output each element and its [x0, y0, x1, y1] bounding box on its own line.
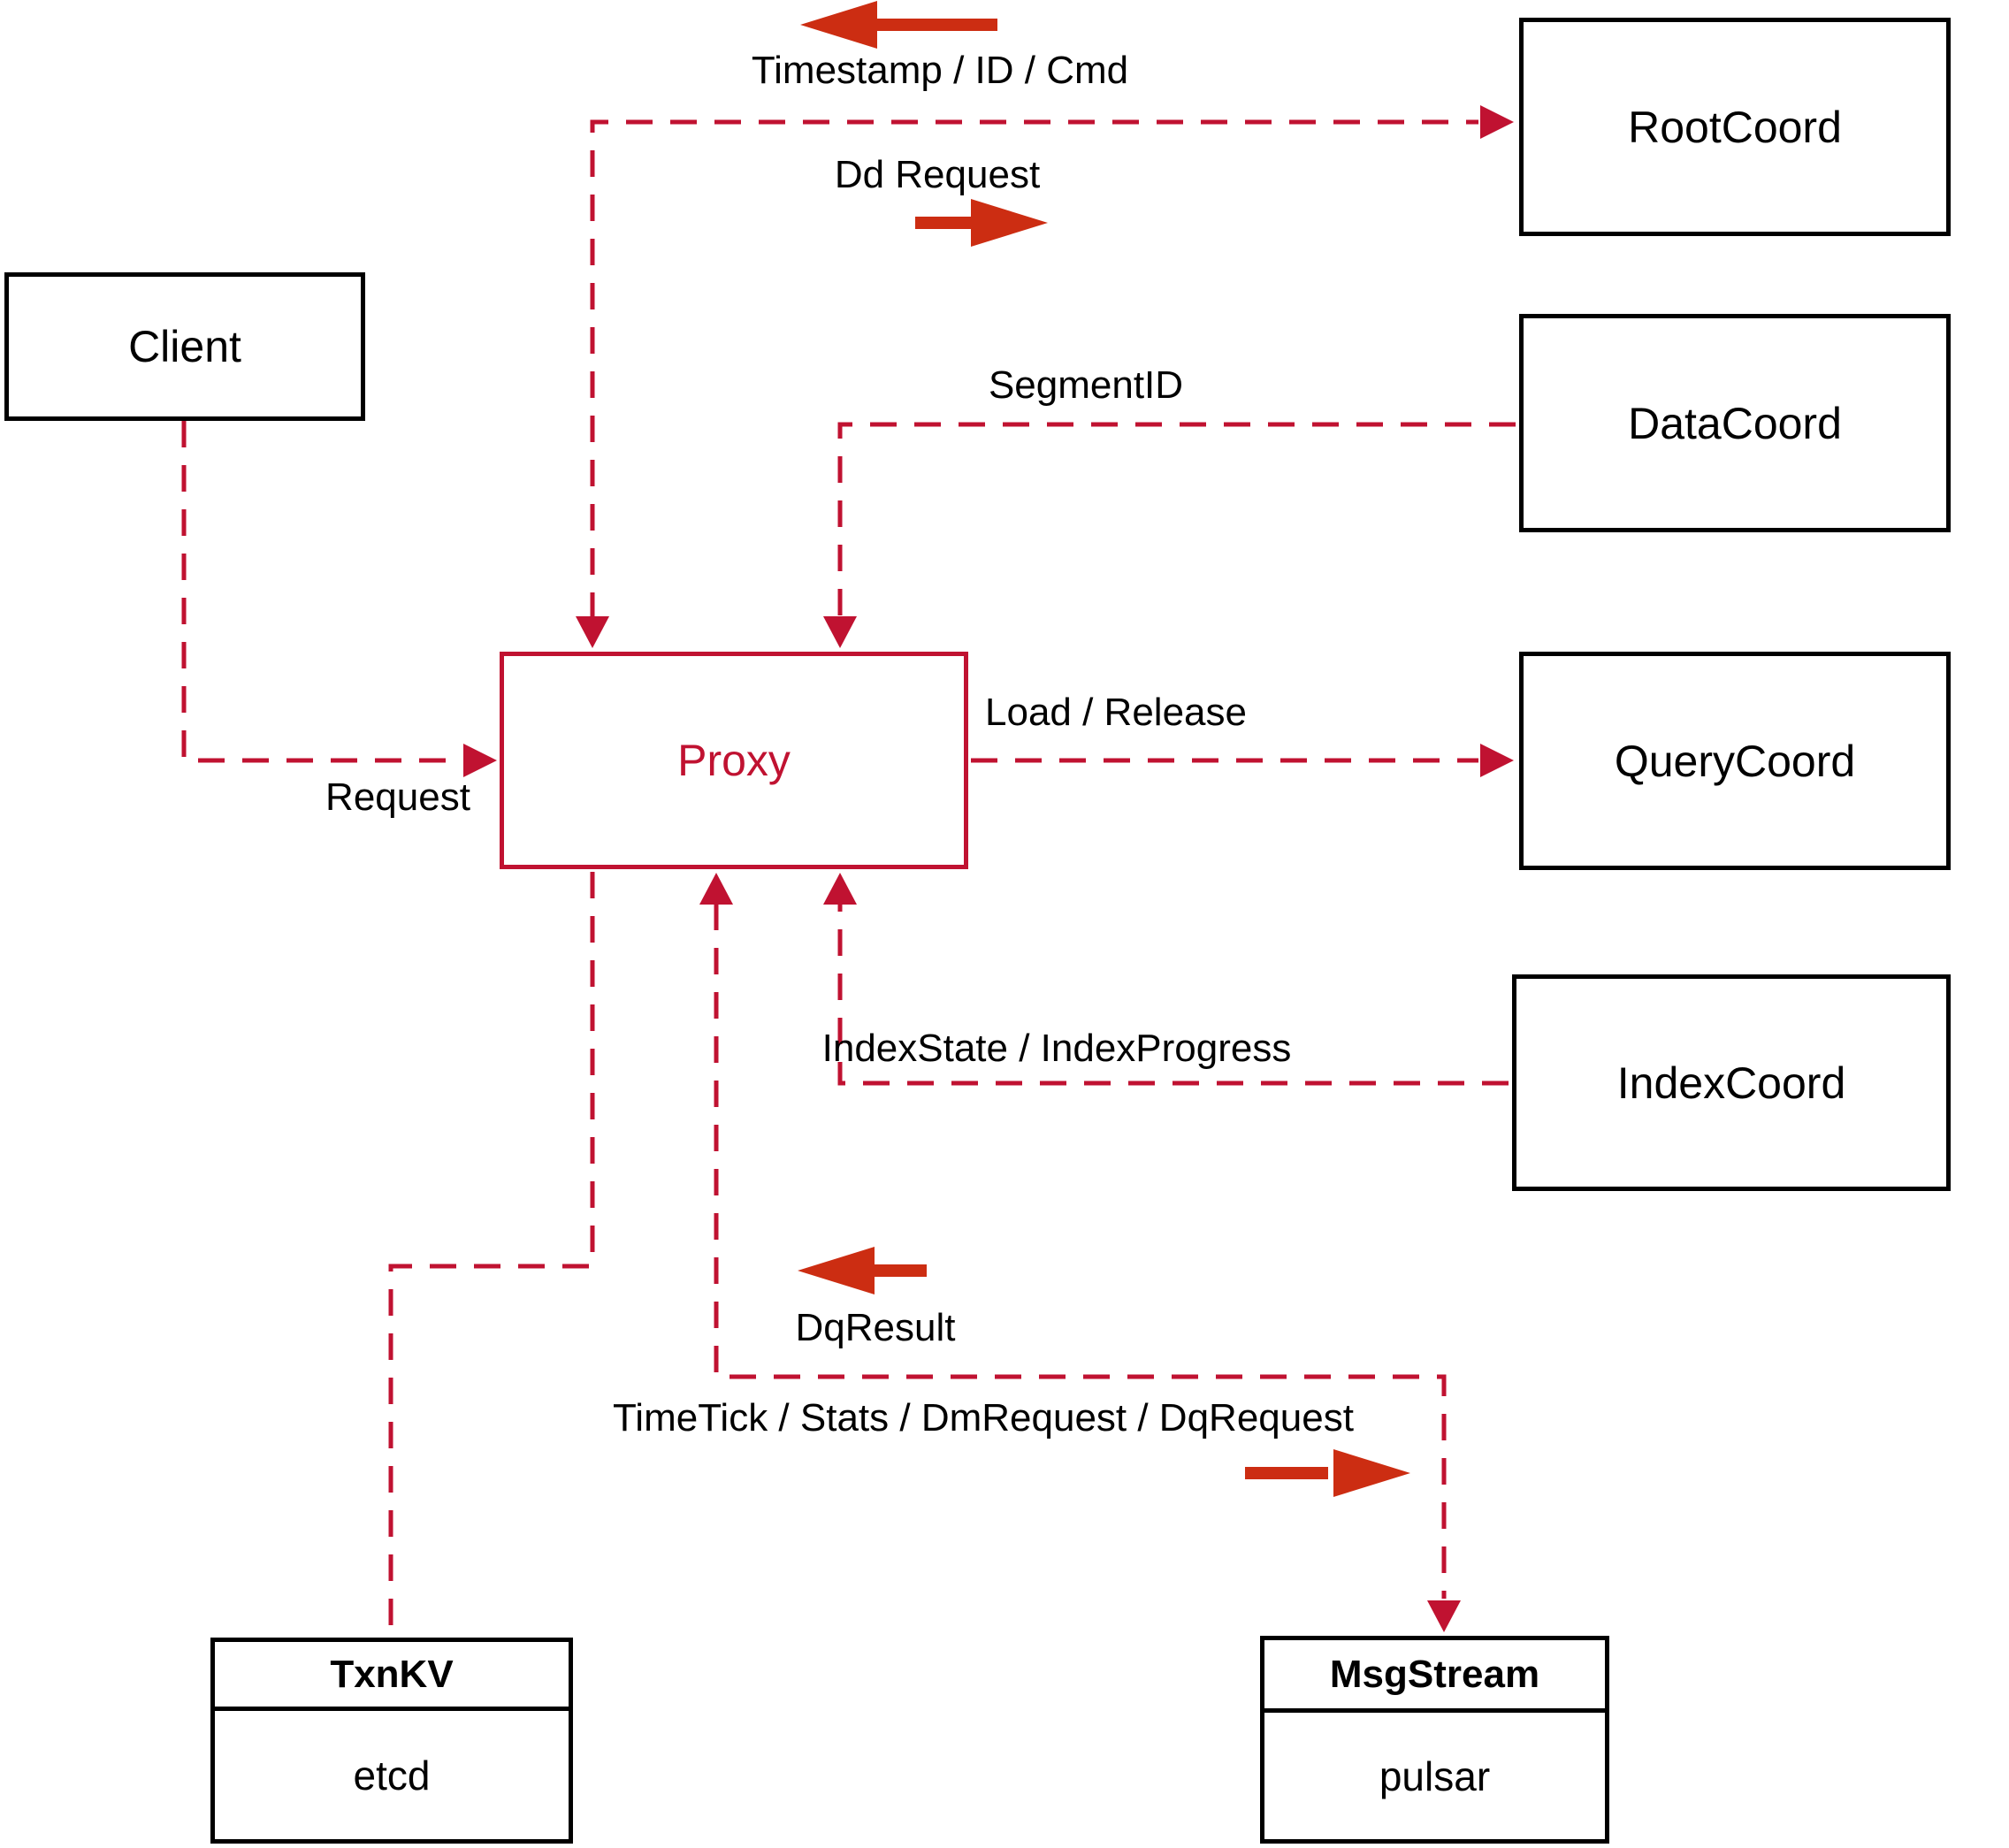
- edge-datacoord-proxy: [837, 422, 1516, 619]
- node-client: Client: [4, 272, 365, 421]
- node-msgstream: MsgStream pulsar: [1260, 1636, 1609, 1844]
- edge-label-request: Request: [325, 775, 470, 819]
- edge-label-dd-request: Dd Request: [834, 153, 1041, 196]
- arrowhead-into-proxy-bottom-right: [823, 873, 857, 905]
- node-txnkv-title: TxnKV: [215, 1642, 569, 1711]
- arrowhead-into-querycoord: [1480, 744, 1514, 777]
- node-rootcoord-label: RootCoord: [1628, 102, 1842, 152]
- edge-label-time-tick: TimeTick / Stats / DmRequest / DqRequest: [613, 1396, 1354, 1439]
- arrowhead-into-proxy-top-left: [576, 616, 609, 648]
- node-proxy-label: Proxy: [677, 736, 791, 785]
- edge-label-timestamp-id-cmd: Timestamp / ID / Cmd: [751, 49, 1129, 92]
- node-txnkv-subtitle: etcd: [353, 1752, 431, 1798]
- node-indexcoord-label: IndexCoord: [1616, 1058, 1846, 1108]
- edge-label-segment-id: SegmentID: [988, 363, 1184, 407]
- edge-proxy-rootcoord: [590, 119, 1478, 619]
- node-client-label: Client: [128, 322, 241, 371]
- arrowhead-into-proxy-top-right: [823, 616, 857, 648]
- node-msgstream-subtitle: pulsar: [1379, 1753, 1491, 1799]
- arrowhead-into-msgstream: [1427, 1600, 1461, 1632]
- edge-proxy-txnkv: [388, 872, 595, 1634]
- node-indexcoord: IndexCoord: [1512, 974, 1951, 1191]
- dq-result-direction-arrow-icon: [798, 1247, 927, 1294]
- time-tick-direction-arrow-icon: [1245, 1449, 1410, 1497]
- arrowhead-into-rootcoord: [1480, 105, 1514, 139]
- node-rootcoord: RootCoord: [1519, 18, 1951, 236]
- node-querycoord-label: QueryCoord: [1614, 736, 1856, 786]
- node-datacoord-label: DataCoord: [1628, 398, 1842, 448]
- edge-client-proxy: [181, 421, 463, 763]
- edge-label-index-state: IndexState / IndexProgress: [821, 1027, 1292, 1070]
- edge-msgstream-proxy: [714, 904, 1447, 1599]
- edge-label-dq-result: DqResult: [795, 1306, 956, 1349]
- arrowhead-into-proxy-bottom-left: [699, 873, 733, 905]
- timestamp-direction-arrow-icon: [800, 1, 997, 49]
- dd-request-direction-arrow-icon: [915, 199, 1048, 247]
- node-querycoord: QueryCoord: [1519, 652, 1951, 870]
- edge-indexcoord-proxy: [837, 904, 1509, 1086]
- edge-label-load-release: Load / Release: [985, 691, 1247, 734]
- node-txnkv: TxnKV etcd: [210, 1638, 573, 1844]
- node-proxy: Proxy: [500, 652, 968, 869]
- arrowhead-into-proxy-left: [463, 744, 497, 777]
- node-msgstream-title: MsgStream: [1264, 1640, 1605, 1713]
- node-datacoord: DataCoord: [1519, 314, 1951, 532]
